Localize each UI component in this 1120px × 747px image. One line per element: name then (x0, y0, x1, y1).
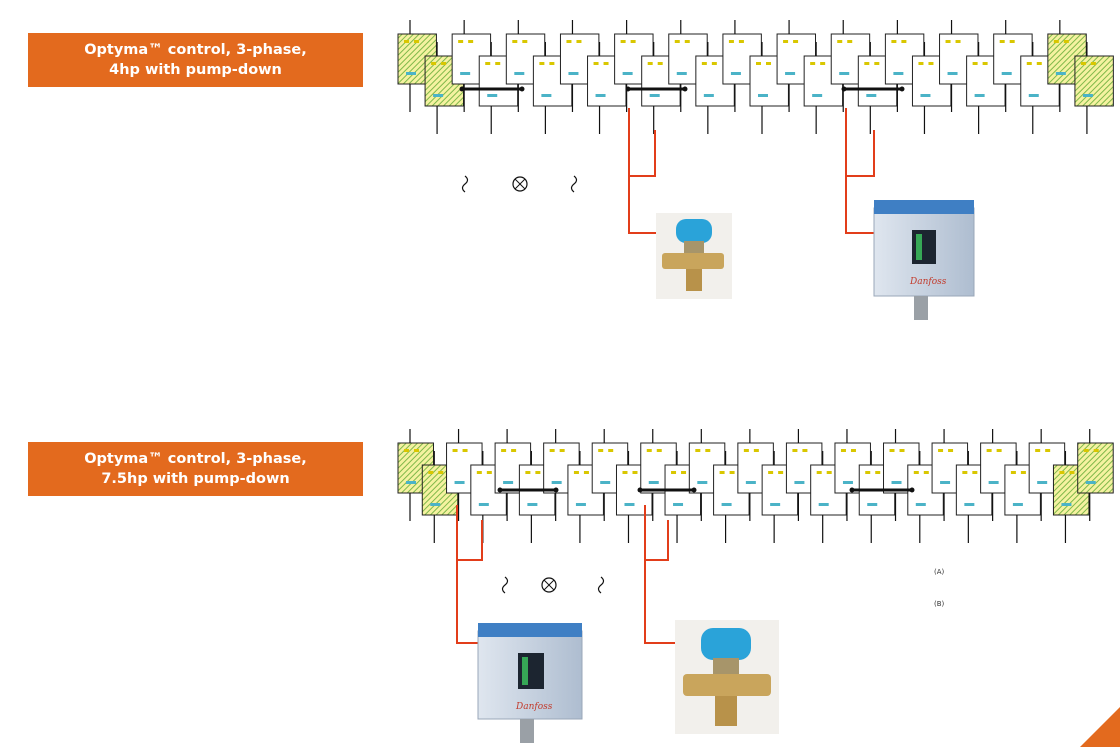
section-banner-7-5hp: Optyma™ control, 3-phase, 7.5hp with pum… (28, 442, 363, 496)
banner-line-2: 7.5hp with pump-down (101, 471, 290, 487)
terminal-strip-7-5hp (397, 429, 1114, 644)
svg-text:Danfoss: Danfoss (515, 702, 553, 712)
banner-line-1: Optyma™ control, 3-phase, (84, 42, 307, 58)
label-a: (A) (934, 568, 945, 576)
section-banner-4hp: Optyma™ control, 3-phase, 4hp with pump-… (28, 33, 363, 87)
terminal-strip-4hp (397, 20, 1114, 234)
pressure-switch-icon: Danfoss (873, 200, 975, 320)
solenoid-valve-icon (656, 213, 732, 299)
pressure-switch-icon: Danfoss (477, 623, 583, 743)
corner-decoration (1080, 707, 1120, 747)
banner-line-2: 4hp with pump-down (109, 62, 282, 78)
banner-line-1: Optyma™ control, 3-phase, (84, 451, 307, 467)
solenoid-valve-icon (675, 620, 779, 734)
svg-text:Danfoss: Danfoss (909, 277, 947, 287)
label-b: (B) (934, 600, 945, 608)
